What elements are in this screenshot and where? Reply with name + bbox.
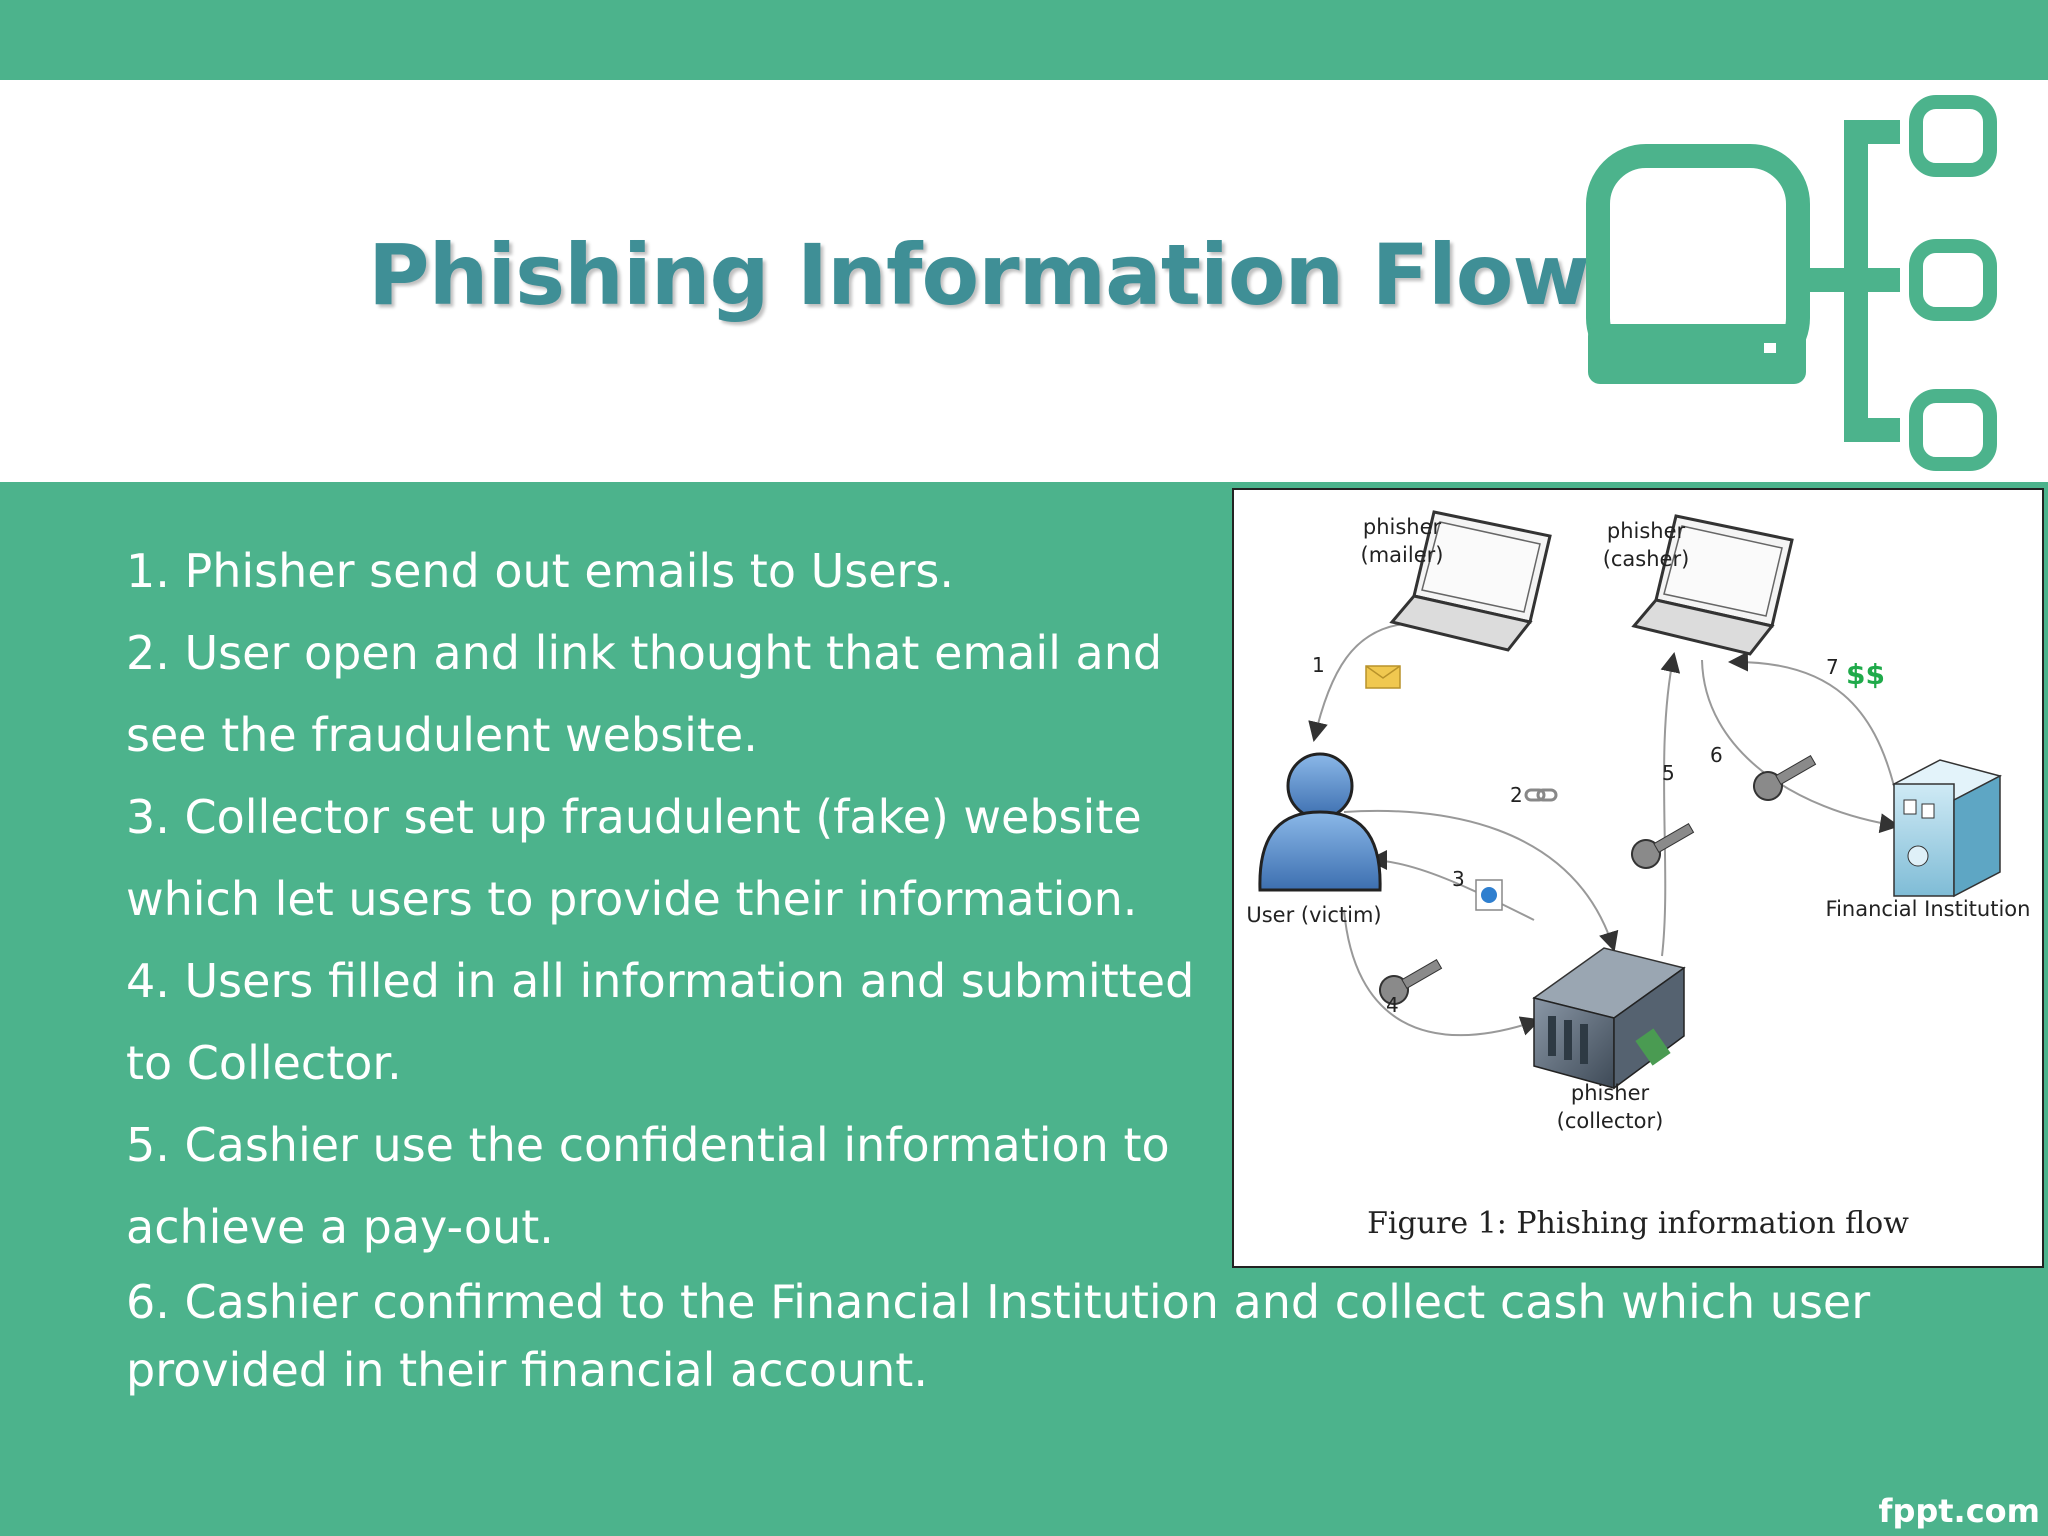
- envelope-icon: [1365, 665, 1401, 689]
- phishing-flow-figure: phisher (mailer) phisher (casher) User (…: [1232, 488, 2044, 1268]
- edge-5-number: 5: [1662, 761, 1675, 785]
- link-icon: [1524, 788, 1558, 802]
- step-line: provided in their financial account.: [126, 1343, 928, 1397]
- laptop-icon: [1631, 514, 1794, 656]
- network-computer-icon: [1586, 95, 1997, 471]
- edge-1-number: 1: [1312, 653, 1325, 677]
- webpage-icon: [1475, 879, 1503, 911]
- collector-label-line-1: phisher: [1571, 1081, 1650, 1105]
- edge-5: [1660, 652, 1681, 957]
- edge-4: [1343, 909, 1541, 1037]
- edge-1: [1308, 623, 1405, 742]
- step-line: 4. Users filled in all information and s…: [126, 954, 1195, 1008]
- key-icon: [1753, 754, 1817, 801]
- bank-label: Financial Institution: [1826, 897, 2031, 921]
- mailer-label-line-1: phisher: [1363, 515, 1442, 539]
- top-band: [0, 0, 2048, 80]
- step-line: 3. Collector set up fraudulent (fake) we…: [126, 790, 1142, 844]
- collector-label-line-2: (collector): [1557, 1109, 1664, 1133]
- step-line: 6. Cashier confirmed to the Financial In…: [126, 1275, 1871, 1329]
- edge-2: [1343, 809, 1619, 952]
- step-line: which let users to provide their informa…: [126, 872, 1138, 926]
- step-line: 1. Phisher send out emails to Users.: [126, 544, 955, 598]
- edge-2-number: 2: [1510, 783, 1523, 807]
- figure-caption: Figure 1: Phishing information flow: [1367, 1206, 1909, 1241]
- mailer-label-line-2: (mailer): [1361, 543, 1444, 567]
- step-list: 1. Phisher send out emails to Users. 2. …: [126, 530, 1926, 1404]
- flow-diagram: phisher (mailer) phisher (casher) User (…: [1246, 510, 2031, 1133]
- key-icon: [1379, 958, 1443, 1005]
- step-line: 5. Cashier use the confidential informat…: [126, 1118, 1170, 1172]
- laptop-icon: [1389, 510, 1552, 652]
- casher-label-line-2: (casher): [1603, 547, 1690, 571]
- bank-building-icon: [1891, 759, 2003, 898]
- edge-6: [1701, 659, 1900, 834]
- user-label: User (victim): [1246, 903, 1381, 927]
- key-icon: [1631, 822, 1695, 869]
- watermark: fppt.com: [1878, 1492, 2040, 1530]
- step-line: see the fraudulent website.: [126, 708, 758, 762]
- edge-3-number: 3: [1452, 867, 1465, 891]
- edge-6-number: 6: [1710, 743, 1723, 767]
- step-line: 2. User open and link thought that email…: [126, 626, 1163, 680]
- edge-7: [1728, 651, 1895, 787]
- user-icon: [1258, 752, 1382, 892]
- slide-title: Phishing Information Flow: [368, 226, 1590, 324]
- money-label: $$: [1846, 658, 1885, 691]
- casher-label-line-1: phisher: [1607, 519, 1686, 543]
- server-icon: [1532, 947, 1686, 1090]
- edge-7-number: 7: [1826, 655, 1839, 679]
- step-line: achieve a pay-out.: [126, 1200, 554, 1254]
- edge-3: [1367, 850, 1535, 921]
- step-line: to Collector.: [126, 1036, 402, 1090]
- edge-4-number: 4: [1386, 993, 1399, 1017]
